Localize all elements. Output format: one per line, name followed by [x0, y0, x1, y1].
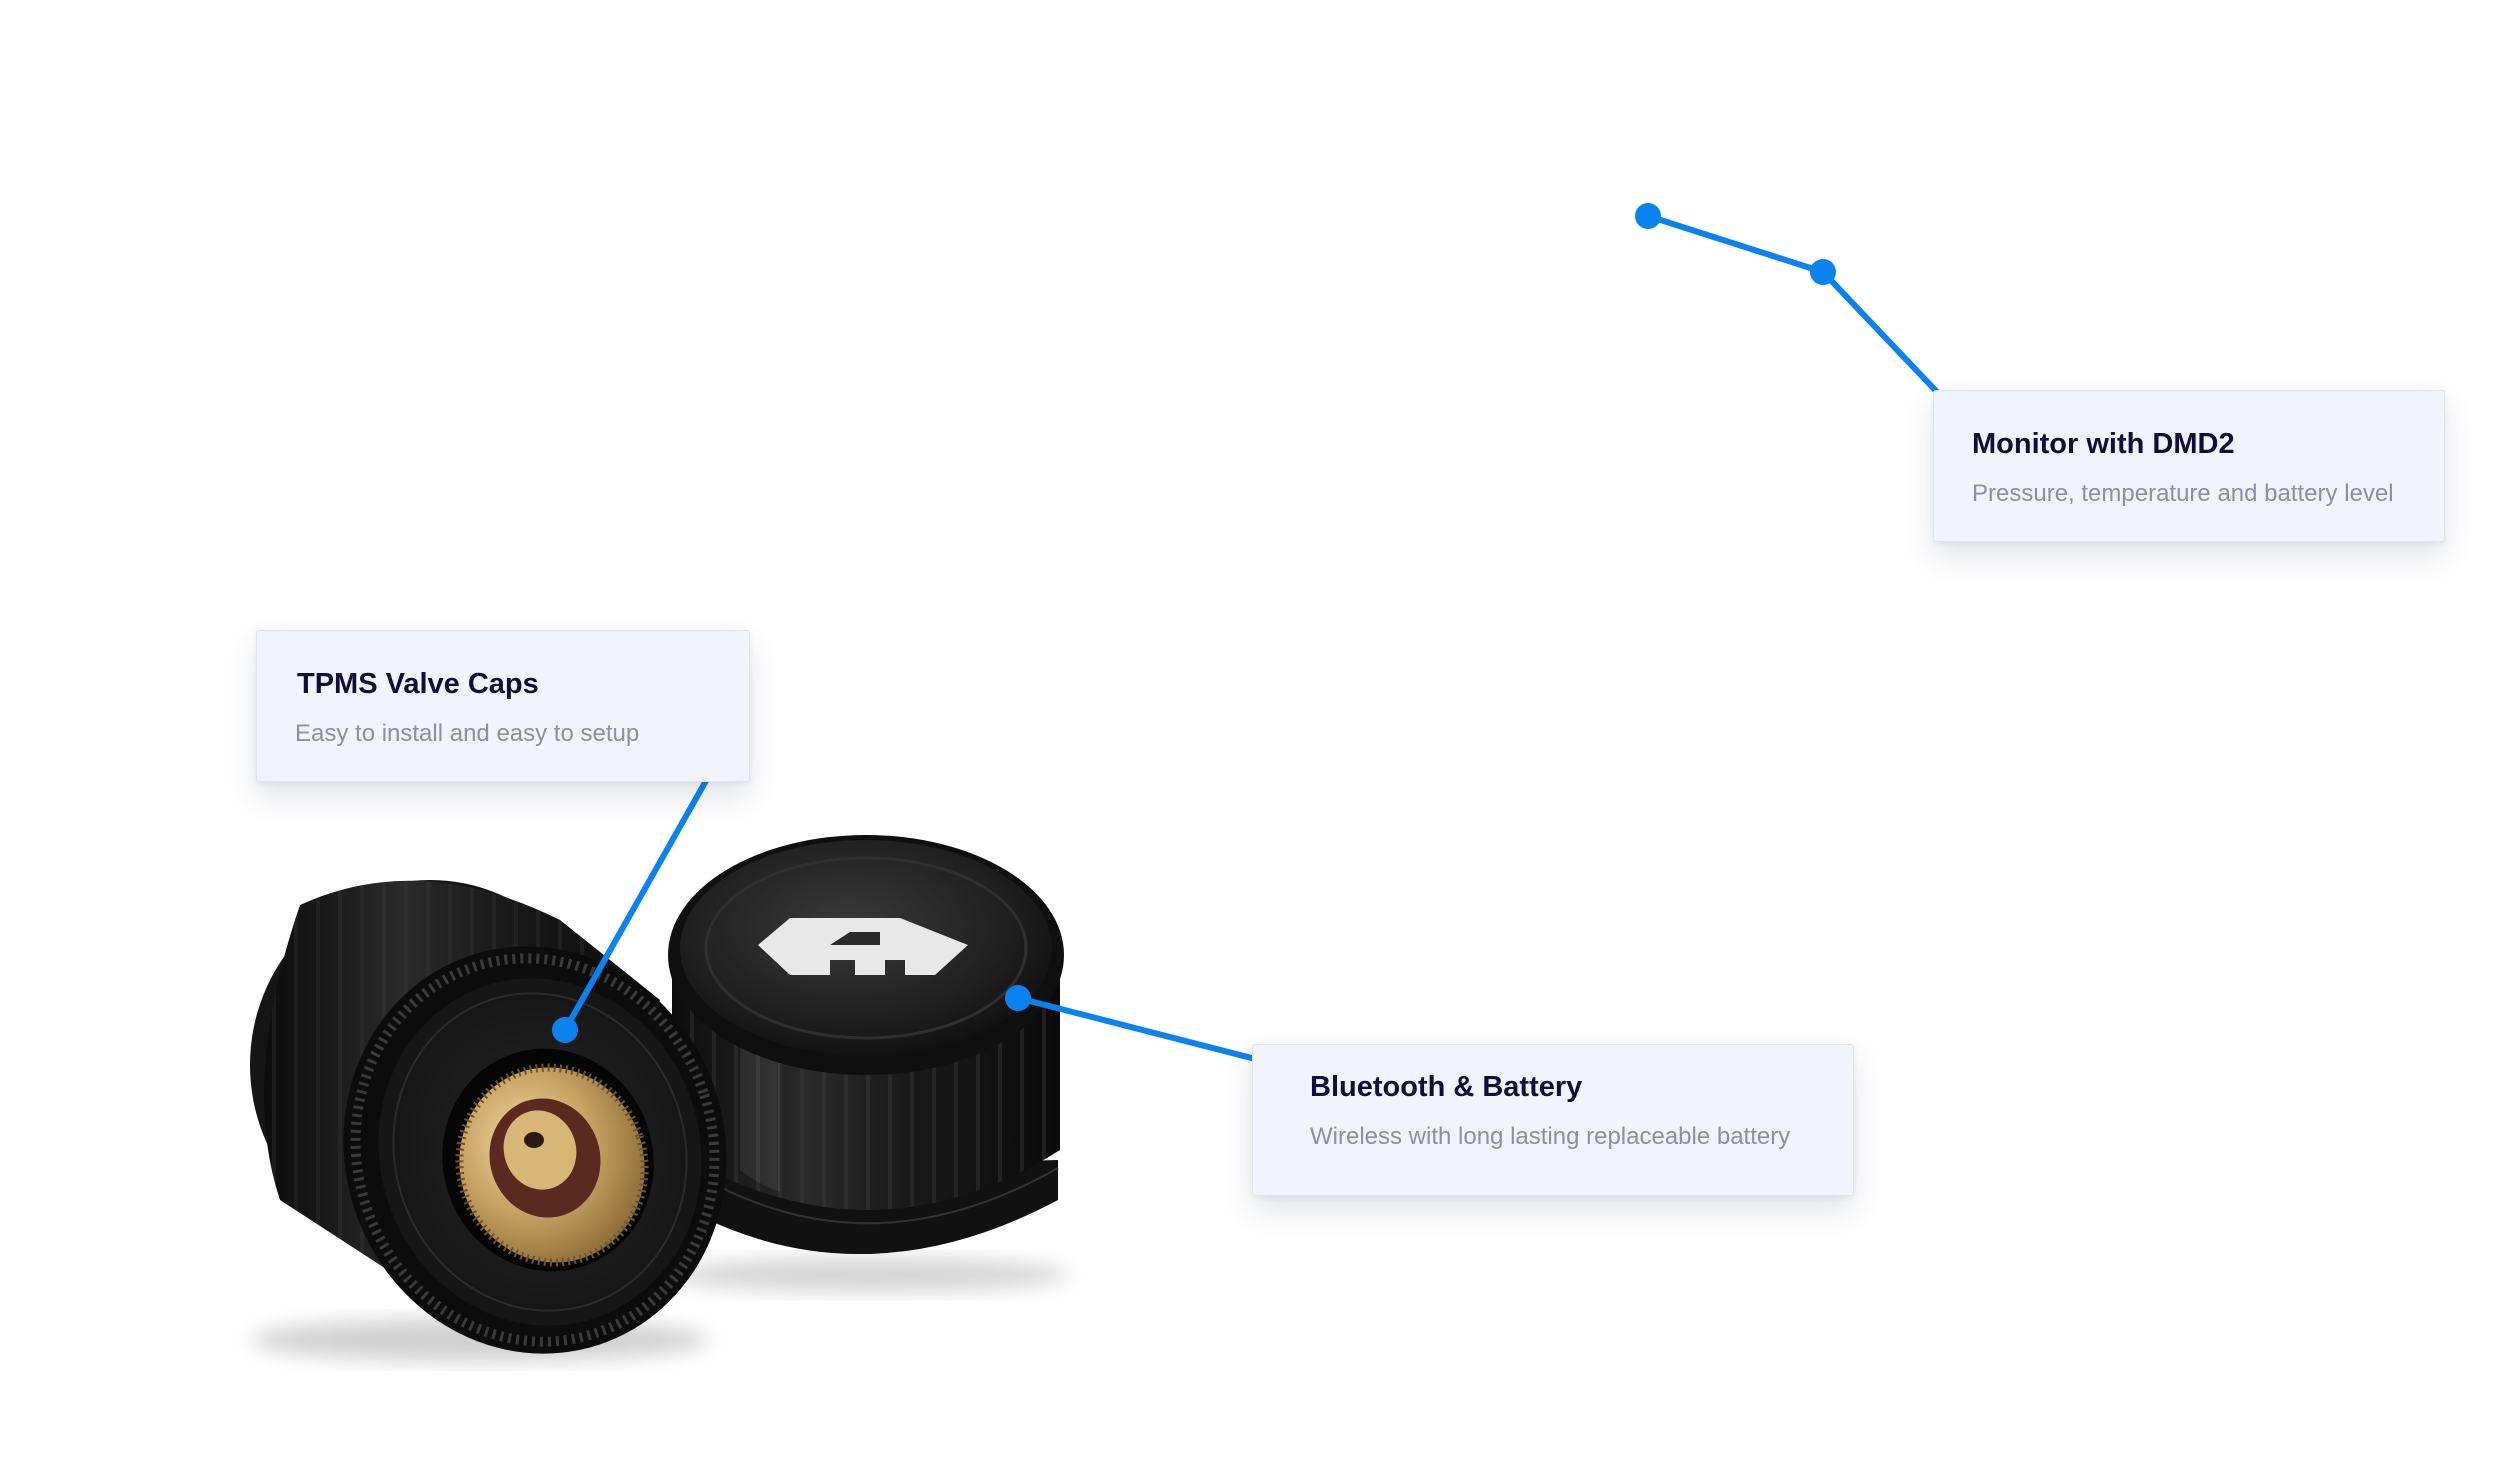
bluetooth-callout-subtitle: Wireless with long lasting replaceable b… — [1310, 1123, 1791, 1150]
monitor-callout-card: Monitor with DMD2 Pressure, temperature … — [1933, 390, 2445, 542]
bluetooth-callout-title: Bluetooth & Battery — [1310, 1071, 1583, 1103]
monitor-callout-title: Monitor with DMD2 — [1972, 428, 2235, 460]
bluetooth-callout-card: Bluetooth & Battery Wireless with long l… — [1252, 1044, 1854, 1196]
monitor-leader-line — [1635, 203, 1960, 416]
monitor-callout-subtitle: Pressure, temperature and battery level — [1972, 480, 2394, 507]
bluetooth-leader-line — [1005, 985, 1278, 1067]
bluetooth-cap — [668, 835, 1064, 1255]
valve-caps-leader-line — [552, 753, 723, 1043]
brand-logo-icon — [758, 918, 968, 975]
valve-cap — [250, 880, 727, 1354]
valve-caps-callout-title: TPMS Valve Caps — [297, 668, 539, 700]
valve-caps-callout-subtitle: Easy to install and easy to setup — [295, 720, 640, 747]
valve-caps-callout-card: TPMS Valve Caps Easy to install and easy… — [256, 630, 750, 782]
